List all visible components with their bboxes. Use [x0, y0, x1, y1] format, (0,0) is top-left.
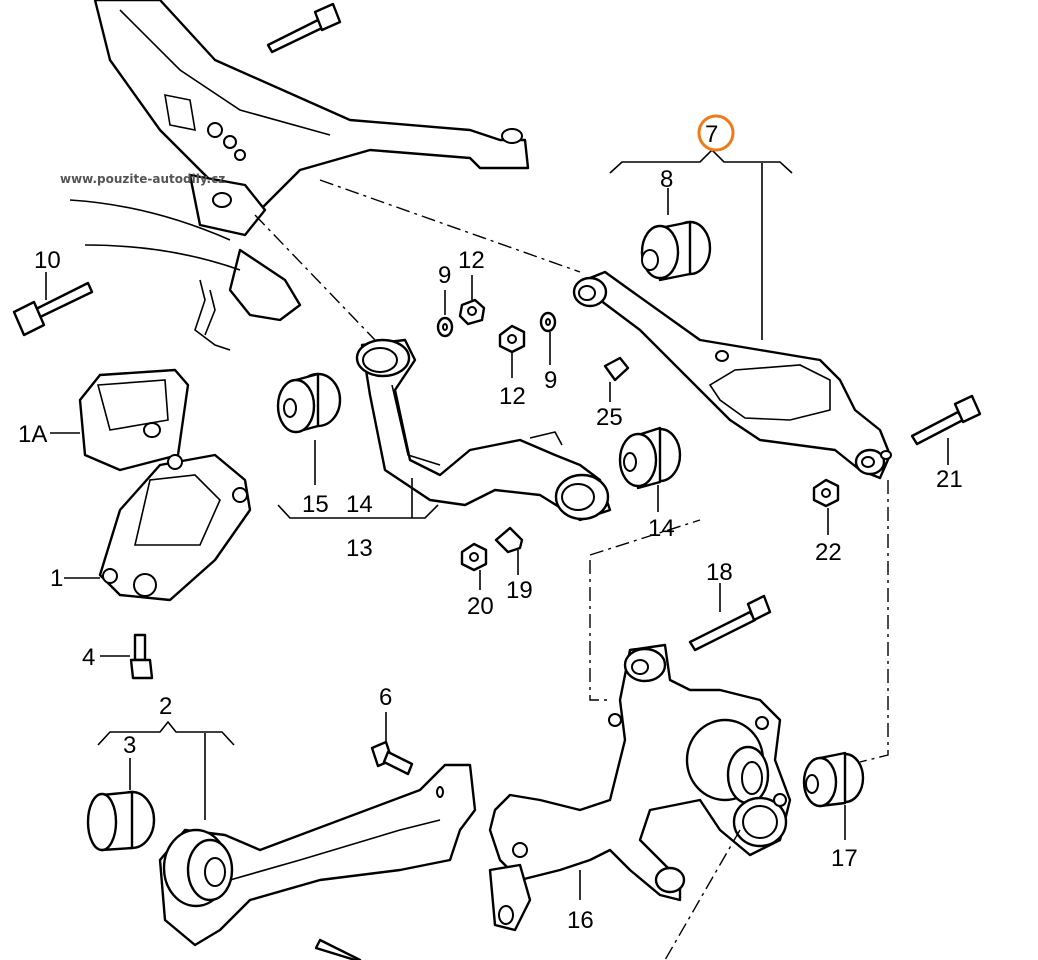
part-labels: 7 8 10 9 12 9 12 25 1A 21 15 14 14 13 22… — [18, 121, 963, 934]
clip-25 — [603, 356, 630, 402]
label-4: 4 — [82, 644, 95, 671]
bushing-17 — [802, 751, 865, 840]
bracket-2 — [97, 720, 235, 746]
bushing-15 — [276, 372, 342, 485]
label-17: 17 — [831, 845, 858, 872]
nut-12 — [458, 275, 486, 326]
bracket-13 — [277, 504, 439, 519]
bushing-3 — [86, 758, 156, 852]
label-13: 13 — [346, 535, 373, 562]
label-6: 6 — [379, 684, 392, 711]
lower-control-arm — [572, 270, 892, 480]
label-14b: 14 — [648, 515, 675, 542]
bolt-6 — [370, 712, 414, 776]
bracket-7 — [609, 148, 793, 174]
label-12a: 12 — [458, 247, 485, 274]
wheel-bearing-housing — [488, 643, 792, 932]
engine-mount-cover — [50, 368, 190, 472]
bolt-10 — [12, 272, 94, 337]
relation-lines — [254, 179, 889, 960]
bolt-icon — [266, 2, 342, 54]
label-1: 1 — [50, 565, 63, 592]
washer-9 — [436, 290, 454, 338]
label-16: 16 — [567, 907, 594, 934]
label-10: 10 — [34, 247, 61, 274]
label-21: 21 — [936, 466, 963, 493]
label-1a: 1A — [18, 421, 47, 448]
label-19: 19 — [506, 577, 533, 604]
bushing-14 — [618, 426, 682, 512]
label-14a: 14 — [346, 491, 373, 518]
label-18: 18 — [706, 559, 733, 586]
label-7: 7 — [705, 121, 718, 148]
label-9a: 9 — [438, 262, 451, 289]
highlight-circle — [697, 114, 735, 152]
nut-12b — [498, 324, 526, 378]
bushing-8 — [640, 220, 712, 282]
nut-22 — [812, 478, 840, 535]
label-2: 2 — [159, 693, 172, 720]
bolt-18 — [688, 583, 772, 652]
washer-9b — [539, 311, 557, 365]
label-22: 22 — [815, 539, 842, 566]
label-3: 3 — [123, 732, 136, 759]
label-8: 8 — [660, 166, 673, 193]
trailing-arm — [158, 763, 477, 960]
upper-control-arm — [355, 338, 612, 522]
subframe — [69, 0, 530, 351]
label-15: 15 — [302, 491, 329, 518]
label-25: 25 — [596, 404, 623, 431]
engine-mount — [64, 453, 252, 602]
label-12b: 12 — [499, 383, 526, 410]
bolt-21 — [910, 394, 982, 465]
washer-19 — [494, 526, 524, 575]
label-9b: 9 — [544, 367, 557, 394]
nut-20 — [460, 542, 488, 590]
bolt-4 — [100, 633, 154, 680]
label-20: 20 — [467, 593, 494, 620]
watermark-text: www.pouzite-autodily.cz — [60, 172, 225, 186]
